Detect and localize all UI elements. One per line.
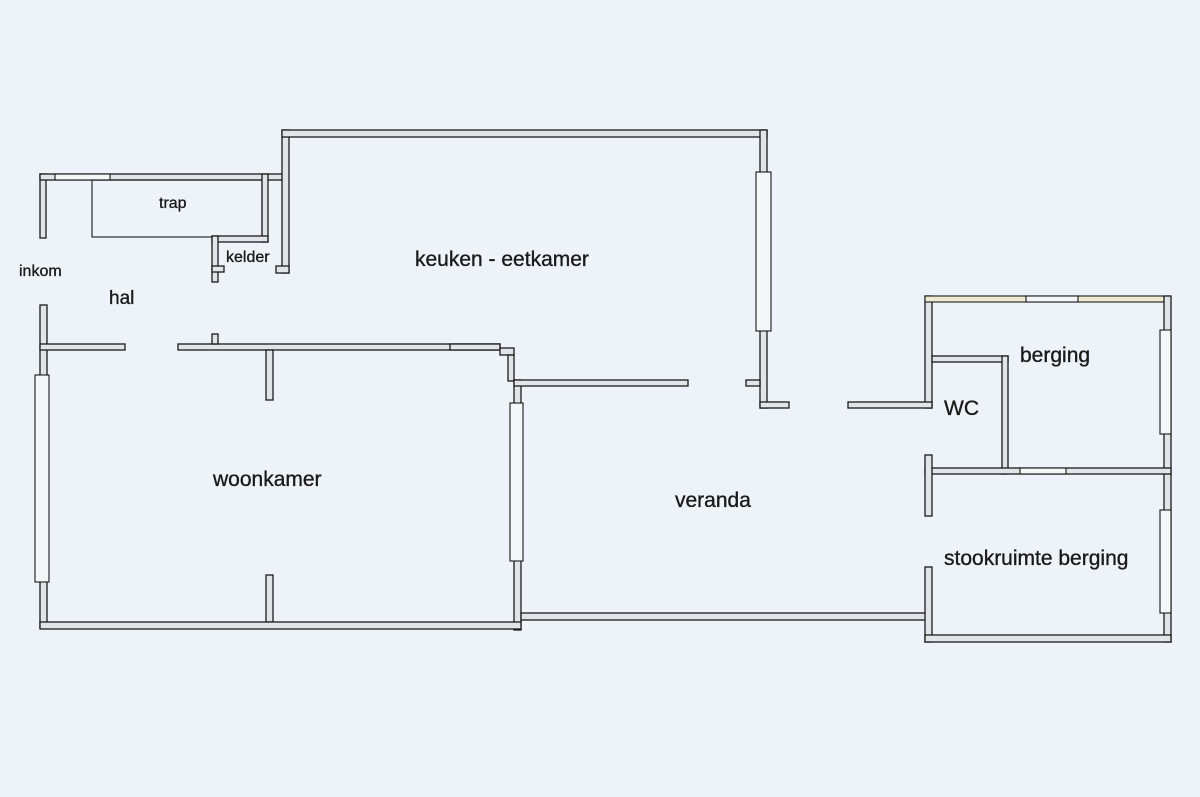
window-living-right [509,402,524,562]
stair-area-walls [39,173,289,283]
window-stook-right [1159,509,1172,614]
wall-hall-post [211,333,219,345]
wall-kitchen-top [281,129,768,138]
window-living-left [34,374,50,583]
living-walls [34,304,689,631]
wall-wc-right [1001,355,1009,475]
label-veranda: veranda [675,489,751,512]
kitchen-walls [275,129,790,409]
window-stair-top [54,173,111,181]
wall-utility-left-upper [924,295,933,409]
wall-kitchen-left [281,129,290,274]
wall-kitchen-right-foot [759,401,790,409]
wall-living-step-b [507,354,515,382]
wall-kitchen-left-stub [275,265,290,274]
wall-veranda-bottom [520,612,930,621]
label-berging: berging [1020,344,1090,367]
wall-utility-left-lower [924,566,933,643]
wall-living-divider-top [265,349,274,401]
wall-living-bottom [39,621,522,630]
label-kelder: kelder [226,249,270,266]
wall-kelder-left-stub [211,265,225,273]
utility-walls [847,295,1172,643]
label-trap: trap [159,195,187,212]
wall-wc-top [931,355,1009,363]
wall-hall-left-partition [39,343,126,351]
wall-stook-bottom [924,634,1172,643]
window-berging-right [1159,329,1172,435]
label-inkom: inkom [19,263,62,280]
wall-hall-join [449,343,501,351]
label-hal: hal [109,288,134,309]
window-kitchen-right [755,171,772,332]
wall-living-divider-bottom [265,574,274,623]
wall-veranda-top [513,379,689,387]
wall-living-step-a [499,347,515,356]
wall-utility-left-mid [924,454,933,517]
wall-kelder-left [211,235,219,283]
window-berging-top [1025,295,1079,303]
wall-stair-bottom [211,235,269,243]
label-woonkamer: woonkamer [212,468,322,491]
window-wc-bottom [1019,467,1067,475]
wall-stair-right [261,173,269,243]
label-stookruimte-berging: stookruimte berging [944,547,1128,570]
label-keuken-eetkamer: keuken - eetkamer [415,248,589,271]
wall-wc-entry [847,401,933,409]
wall-veranda-stub [745,379,761,387]
label-wc: WC [944,397,979,420]
wall-entrance-left-upper [39,173,47,239]
